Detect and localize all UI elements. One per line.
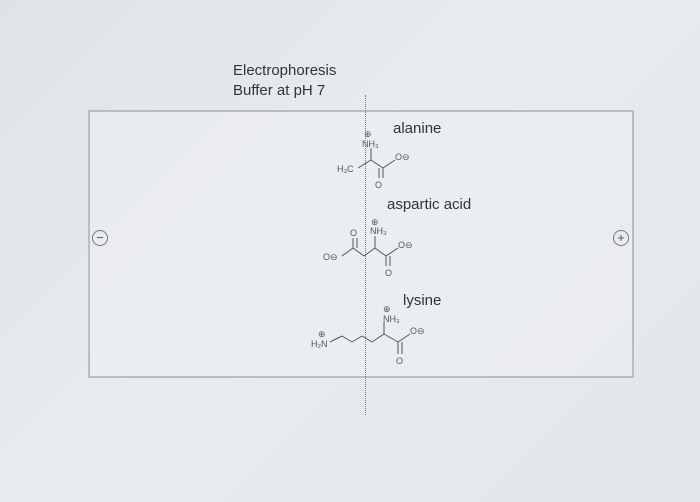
lysine-label: lysine: [403, 292, 442, 309]
aspartic-acid-label: aspartic acid: [387, 196, 472, 213]
positive-electrode-icon: +: [613, 230, 629, 246]
alanine-label: alanine: [393, 120, 442, 137]
sample-well-line: [365, 95, 366, 415]
negative-electrode-icon: −: [92, 230, 108, 246]
gel-box: [88, 110, 634, 378]
buffer-label: Buffer at pH 7: [233, 82, 326, 99]
diagram-title: Electrophoresis: [233, 62, 337, 79]
